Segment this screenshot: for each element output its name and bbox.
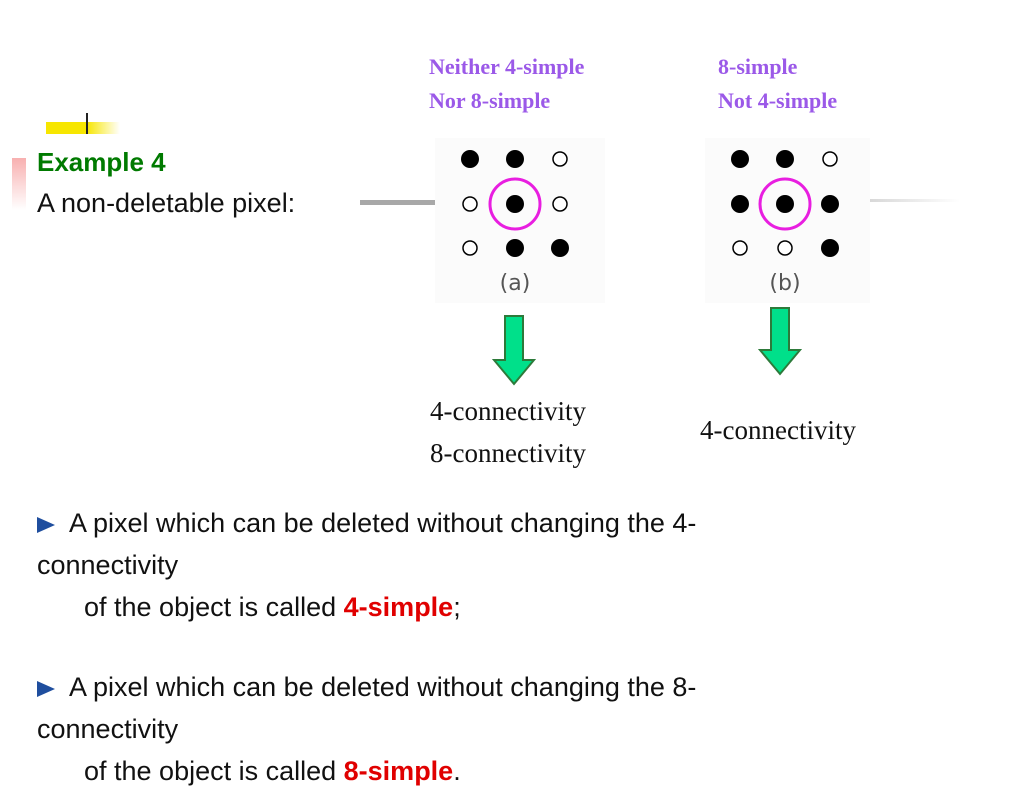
bullet-line2: connectivity [37,550,179,580]
case-a-results: 4-connectivity 8-connectivity [430,390,586,474]
grid-b-pixel-filled [776,150,794,168]
grid-a-pixel-empty [462,240,478,256]
bullet-item: A pixel which can be deleted without cha… [37,666,987,792]
bullet-item: A pixel which can be deleted without cha… [37,502,987,628]
case-b-label-line1: 8-simple [718,54,798,79]
down-arrow-icon [758,307,802,376]
bullet-arrow-icon [37,516,55,533]
bullet-line3-end: ; [453,592,461,622]
grid-b-pixel-empty [732,240,748,256]
caption-a: (a) [500,271,531,296]
grid-b-pixel-filled [821,239,839,257]
grid-a-pixel-filled [506,239,524,257]
grid-a-pixel-filled [506,195,524,213]
decorative-yellow-bar [46,122,120,134]
case-a-result-line1: 4-connectivity [430,396,586,426]
bullet-line3-text: of the object is called [84,592,344,622]
connector-line [360,200,438,205]
bullet-line1: A pixel which can be deleted without cha… [69,508,697,538]
grid-b-pixel-empty [822,151,838,167]
grid-a-pixel-filled [461,150,479,168]
case-a-label: Neither 4-simple Nor 8-simple [429,50,584,118]
down-arrow-icon [492,315,536,386]
grid-a-pixel-empty [552,196,568,212]
bullet-line1: A pixel which can be deleted without cha… [69,672,697,702]
pixel-grid-b-panel: (b) [705,138,870,303]
pixel-grid-b: (b) [731,150,839,296]
connector-line-right [870,199,960,202]
grid-a-pixel-empty [552,151,568,167]
bullet-line2: connectivity [37,714,179,744]
slide-subtitle: A non-deletable pixel: [37,188,296,218]
case-a-result-line2: 8-connectivity [430,438,586,468]
term-4-simple: 4-simple [343,592,454,622]
case-a-label-line1: Neither 4-simple [429,54,585,79]
case-b-label-line2: Not 4-simple [718,88,838,113]
highlight-circle-a [488,177,542,231]
case-b-results: 4-connectivity [700,409,856,451]
case-b-label: 8-simple Not 4-simple [718,50,837,118]
bullet-arrow-icon [37,680,55,697]
pixel-grid-a: (a) [461,150,569,296]
pixel-grid-a-panel: (a) [435,138,605,303]
grid-a-pixel-empty [462,196,478,212]
slide-title: Example 4 [37,147,166,177]
decorative-bar-mark [86,113,88,134]
decorative-red-bar [12,158,26,210]
bullet-line3-text: of the object is called [84,756,344,786]
bullet-line3-end: . [453,756,461,786]
highlight-circle-b [758,177,812,231]
grid-b-pixel-empty [777,240,793,256]
grid-b-pixel-filled [821,195,839,213]
grid-b-pixel-filled [731,195,749,213]
grid-b-pixel-filled [731,150,749,168]
caption-b: (b) [769,271,800,296]
grid-a-pixel-filled [551,239,569,257]
case-a-label-line2: Nor 8-simple [429,88,551,113]
grid-b-pixel-filled [776,195,794,213]
case-b-result-line1: 4-connectivity [700,415,856,445]
term-8-simple: 8-simple [343,756,454,786]
grid-a-pixel-filled [506,150,524,168]
